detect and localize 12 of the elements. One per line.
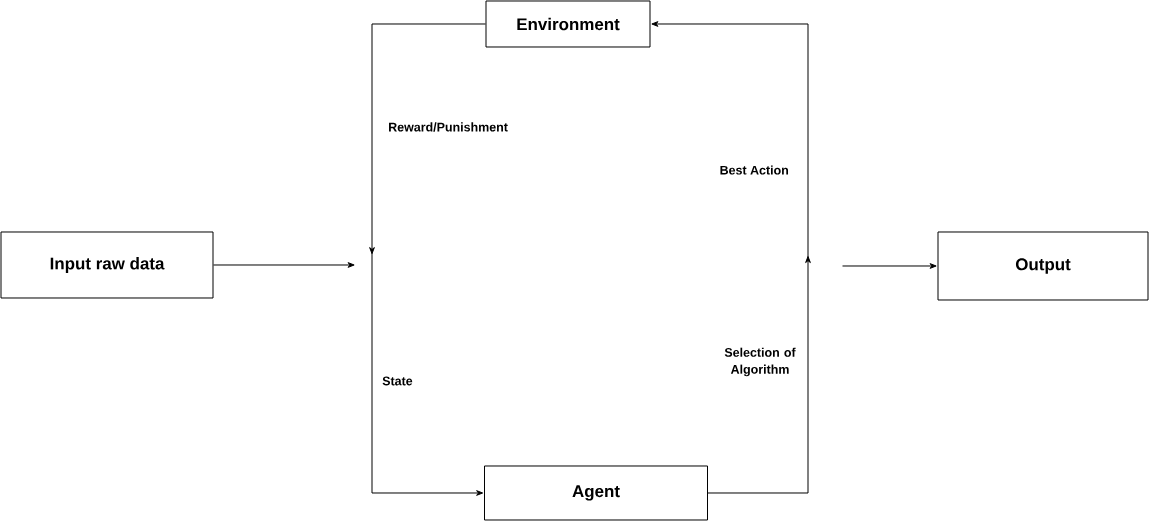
arrow	[651, 21, 811, 494]
arrow	[842, 263, 937, 269]
annotation-text: State	[382, 376, 413, 386]
arrow	[213, 262, 355, 268]
annotation-text: Best Action	[720, 165, 788, 175]
process-box: Input raw data	[0, 231, 214, 299]
annotation-text: Selection of Algorithm	[724, 347, 796, 377]
process-box: Agent	[484, 465, 708, 521]
process-box: Output	[937, 231, 1149, 301]
process-box: Environment	[485, 0, 651, 48]
annotation-text: Reward/Punishment	[389, 122, 508, 132]
arrow	[369, 23, 486, 496]
